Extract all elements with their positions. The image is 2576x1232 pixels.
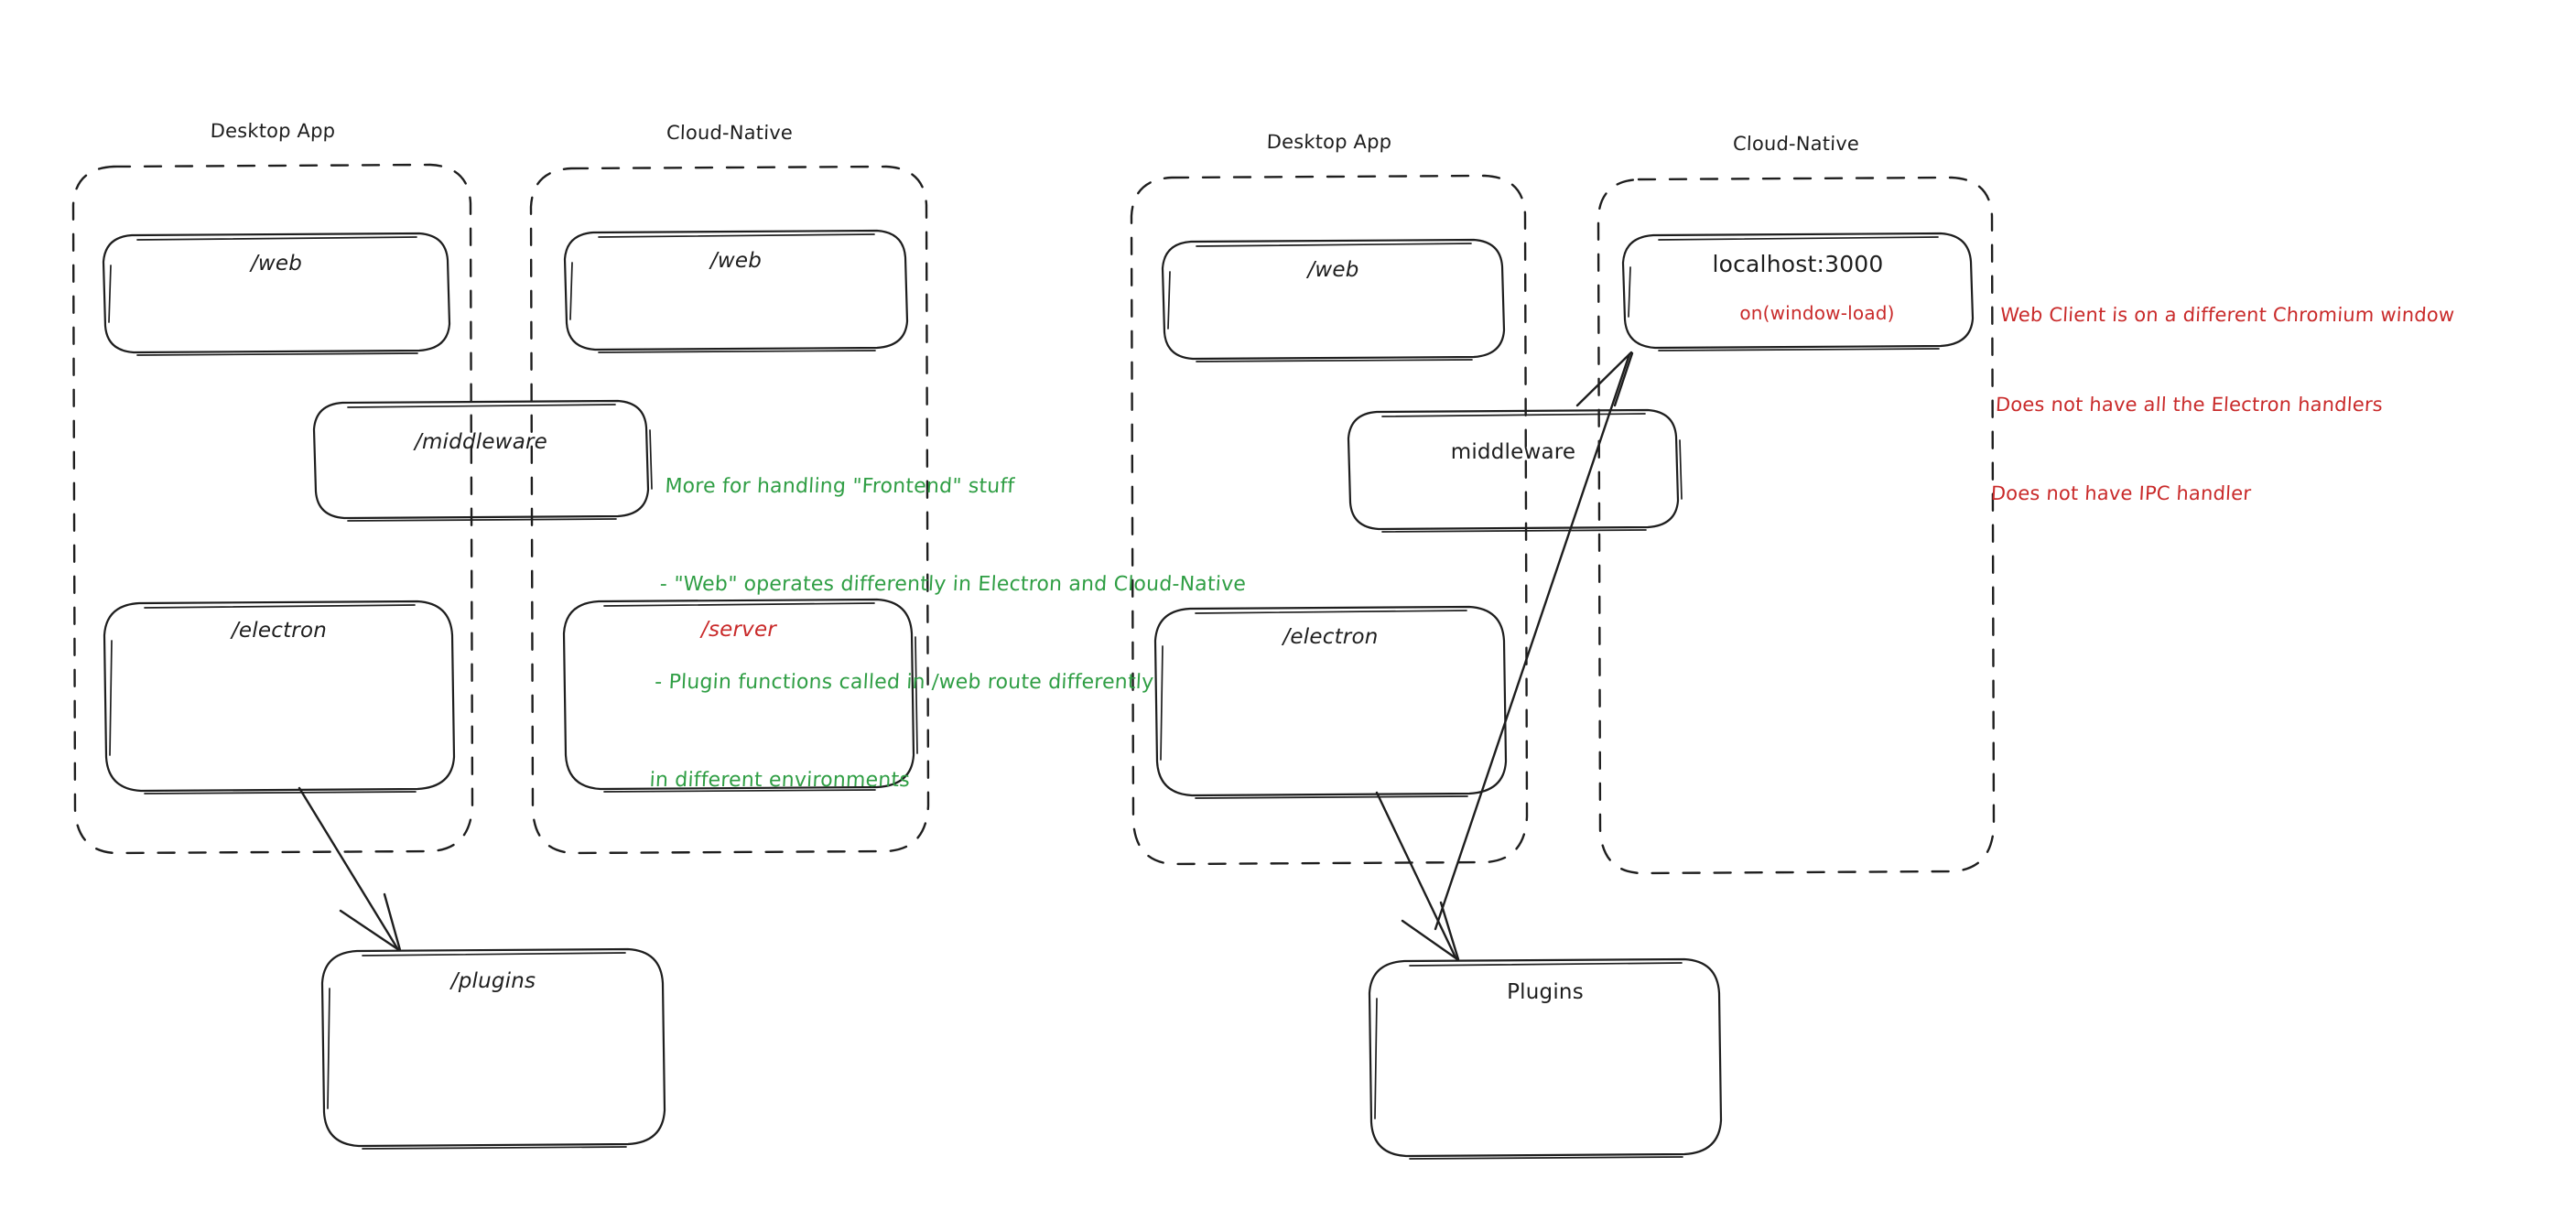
node-right-desktop-web[interactable] — [1161, 238, 1506, 362]
arrow-left-electron-to-plugins — [298, 786, 402, 952]
green-note-line-3: - Plugin functions called in /web route … — [654, 671, 1154, 694]
node-sublabel-right-localhost: on(window-load) — [1739, 302, 1895, 324]
arrow-right-electron-to-localhost — [1434, 351, 1634, 931]
node-label-right-localhost: localhost:3000 — [1712, 251, 1884, 277]
red-note-line-2: Does not have all the Electron handlers — [1995, 393, 2384, 416]
group-label-left-cloud-native: Cloud-Native — [666, 122, 794, 144]
arrow-right-electron-to-plugins — [1375, 791, 1460, 961]
node-label-left-electron: /electron — [231, 619, 327, 643]
node-left-electron[interactable] — [103, 600, 456, 794]
annotation-red-note: Web Client is on a different Chromium wi… — [1987, 241, 2459, 568]
red-note-line-3: Does not have IPC handler — [1990, 482, 2252, 505]
node-left-middleware[interactable] — [312, 399, 653, 522]
group-label-left-desktop-app: Desktop App — [210, 120, 336, 142]
node-left-plugins[interactable] — [320, 947, 666, 1150]
node-label-left-cloud-web: /web — [709, 249, 763, 273]
node-left-cloud-web[interactable] — [563, 229, 909, 353]
node-label-right-middleware: middleware — [1450, 440, 1576, 464]
node-label-right-plugins: Plugins — [1507, 980, 1584, 1004]
node-label-left-middleware: /middleware — [415, 430, 547, 454]
node-label-left-server: /server — [701, 618, 776, 642]
green-note-line-2: - "Web" operates differently in Electron… — [659, 573, 1247, 597]
node-left-server[interactable] — [562, 598, 918, 793]
node-label-left-desktop-web: /web — [250, 252, 303, 276]
group-left-cloud-native — [529, 165, 930, 855]
node-right-electron[interactable] — [1153, 605, 1508, 799]
group-label-right-desktop-app: Desktop App — [1266, 131, 1392, 153]
group-left-desktop-app — [71, 163, 474, 855]
group-right-desktop-app — [1130, 174, 1529, 866]
green-note-line-1: More for handling "Frontend" stuff — [664, 475, 1015, 499]
node-label-right-desktop-web: /web — [1307, 258, 1359, 282]
group-right-cloud-native — [1596, 176, 1996, 875]
node-right-plugins[interactable] — [1368, 957, 1723, 1160]
red-note-line-1: Web Client is on a different Chromium wi… — [1999, 304, 2455, 327]
node-label-left-plugins: /plugins — [450, 969, 536, 993]
node-left-desktop-web[interactable] — [102, 232, 451, 356]
node-right-localhost[interactable] — [1621, 232, 1975, 351]
green-note-line-4: in different environments — [648, 768, 911, 792]
node-label-right-electron: /electron — [1283, 625, 1379, 649]
group-label-right-cloud-native: Cloud-Native — [1732, 133, 1860, 155]
node-right-middleware[interactable] — [1347, 408, 1683, 533]
